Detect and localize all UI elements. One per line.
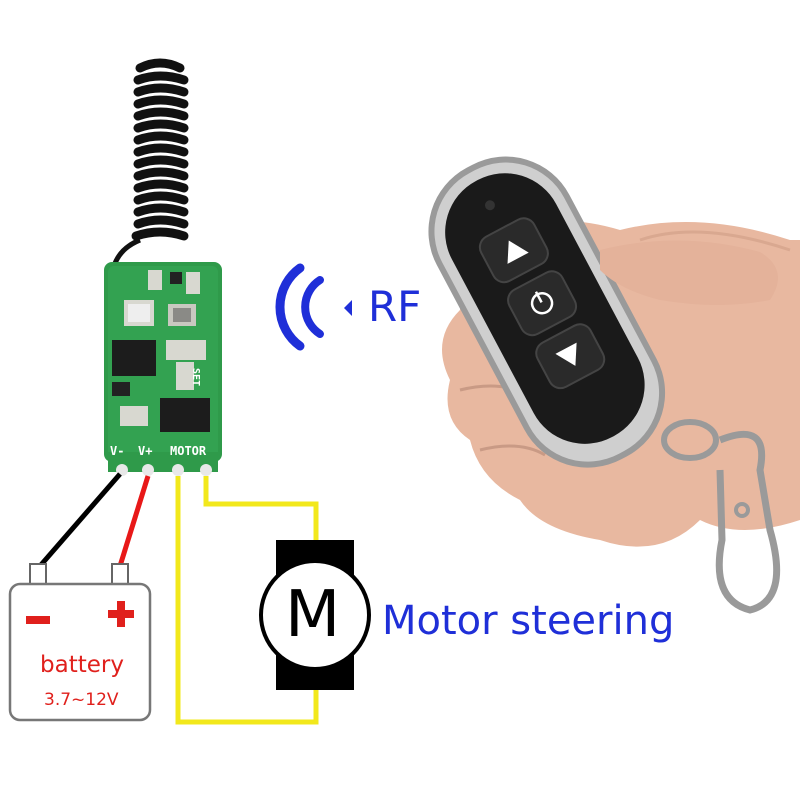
remote-power-button-icon bbox=[530, 291, 554, 315]
wire-red bbox=[117, 475, 151, 567]
battery-plus-icon bbox=[108, 601, 134, 627]
pin-label-vminus: V- bbox=[110, 444, 125, 458]
battery-label: battery bbox=[40, 652, 124, 678]
pin-label-vplus: V+ bbox=[138, 444, 153, 458]
wire-black bbox=[38, 472, 122, 568]
board-set-label: SET bbox=[190, 368, 201, 387]
rf-label: RF bbox=[368, 282, 422, 331]
antenna-coil bbox=[111, 58, 189, 267]
rf-signal-icon bbox=[275, 263, 352, 351]
receiver-board bbox=[104, 262, 222, 476]
remote-power-button[interactable] bbox=[504, 267, 580, 339]
remote-control bbox=[428, 156, 666, 468]
pin-label-motor: MOTOR bbox=[170, 444, 207, 458]
battery-voltage-label: 3.7~12V bbox=[44, 690, 119, 710]
remote-up-button-icon bbox=[507, 240, 529, 264]
motor-symbol: M bbox=[285, 578, 341, 652]
motor-steering-label: Motor steering bbox=[382, 598, 675, 644]
wire-yellow-right bbox=[203, 476, 319, 540]
remote-down-button-icon bbox=[555, 342, 577, 366]
battery bbox=[8, 563, 152, 722]
motor bbox=[259, 540, 371, 690]
keyring bbox=[661, 419, 781, 614]
wire-yellow-left bbox=[175, 476, 319, 725]
thumb bbox=[600, 240, 778, 305]
battery-minus-icon bbox=[26, 616, 50, 624]
